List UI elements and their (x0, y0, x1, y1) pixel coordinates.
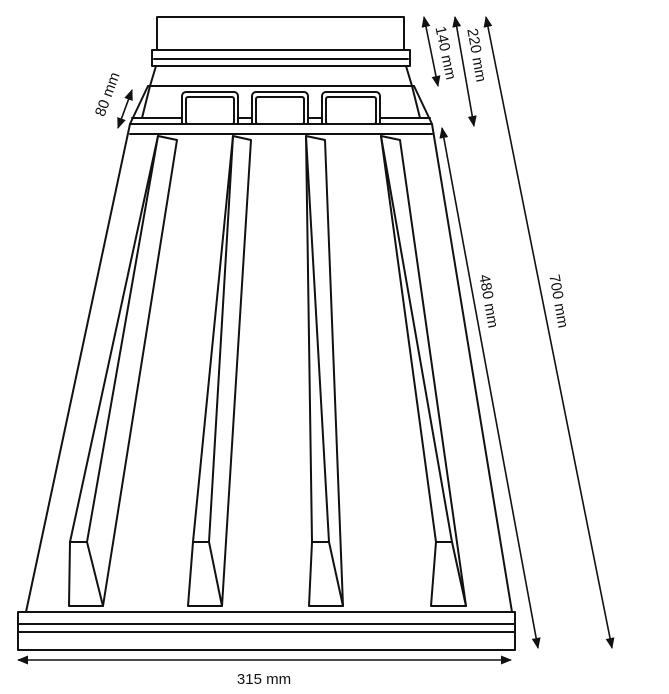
dimension-cap: 140 mm (421, 15, 459, 88)
collar-band (151, 49, 411, 67)
rib-1 (68, 135, 178, 607)
rib-2 (187, 135, 252, 607)
base-plate (17, 611, 516, 651)
width-label: 315 mm (237, 671, 291, 688)
dimension-width: 315 mm (16, 655, 513, 688)
dimension-head: 220 mm (452, 15, 490, 128)
window-middle (251, 91, 309, 128)
dimension-neck: 80 mm (92, 70, 133, 130)
window-right (321, 91, 381, 128)
neck (149, 65, 413, 87)
total-height-label: 700 mm (545, 273, 571, 329)
neck-label: 80 mm (92, 70, 124, 119)
rib-3 (305, 135, 344, 607)
head-label: 220 mm (463, 27, 489, 83)
shaft-label: 480 mm (475, 273, 501, 329)
dimension-total-height: 700 mm (483, 15, 615, 650)
top-cap (156, 16, 405, 51)
window-left (181, 91, 239, 128)
